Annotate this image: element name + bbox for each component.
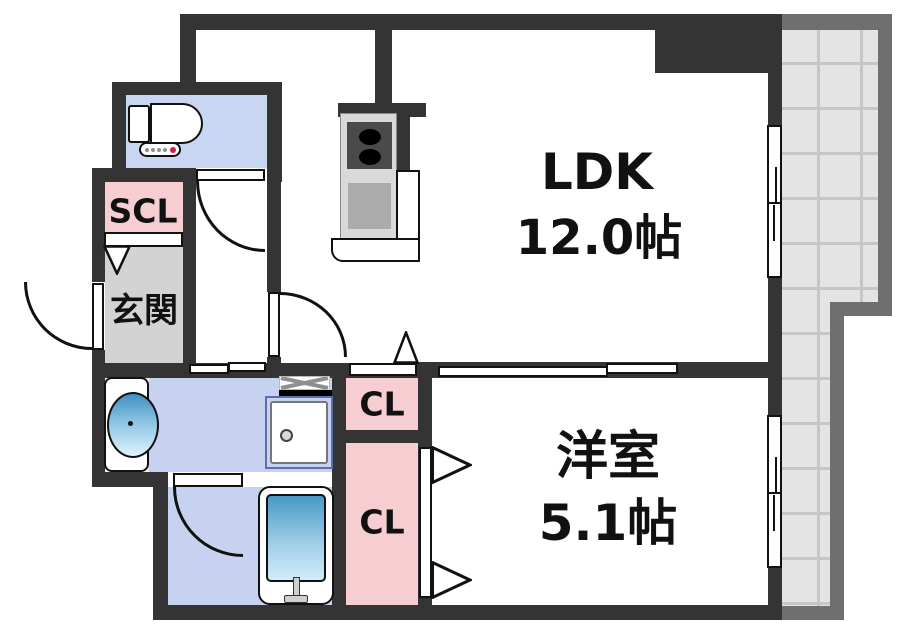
bathroom-door-leaf	[173, 473, 243, 487]
balcony-wall-top	[782, 14, 892, 30]
ldk-western-slider-panel-1	[438, 366, 608, 377]
wall-top-right-block	[655, 30, 782, 73]
washroom-slider-panel-2	[228, 362, 266, 372]
wall-right-seg3	[768, 568, 782, 620]
closet-lower-label: CL	[359, 502, 405, 542]
wall-bath-left	[153, 472, 168, 620]
closet-lower-floor	[346, 443, 418, 605]
wall-top	[180, 14, 782, 30]
wall-right-seg1	[768, 73, 782, 125]
counter-black-bar	[279, 390, 332, 400]
wall-hall-ldk	[267, 182, 281, 292]
front-door-leaf	[92, 283, 104, 350]
balcony-tiles-upper	[782, 30, 878, 302]
wall-kitchen-stub	[375, 30, 392, 103]
bathtub-icon	[258, 486, 334, 605]
wall-closet-divider	[346, 430, 432, 443]
closet-upper-opening	[349, 363, 417, 376]
closet-lower-opening	[419, 447, 432, 598]
closet-upper-floor	[346, 377, 418, 430]
wall-right-seg2	[768, 278, 782, 415]
wall-washroom-left	[92, 378, 105, 487]
wall-left-upper	[180, 30, 196, 93]
shoe-closet-triangle-icon	[103, 245, 131, 275]
western-room-label: 洋室	[555, 427, 661, 487]
washroom-slider-panel-1	[189, 364, 229, 374]
closet-lower-triangle-top-icon	[431, 446, 472, 484]
balcony-tiles-lower	[782, 302, 830, 606]
wall-washroom-bottom-left	[92, 472, 168, 487]
western-room-area-label: 5.1帖	[538, 494, 678, 552]
balcony-wall-right-lower	[830, 316, 844, 620]
closet-lower-triangle-bottom-icon	[431, 561, 472, 599]
shoe-closet-label: SCL	[108, 191, 178, 231]
wall-washroom-closet	[332, 363, 346, 605]
washing-machine-pan-icon	[265, 396, 333, 469]
toilet-door-leaf	[196, 169, 265, 181]
kitchen-stove-icon	[330, 112, 422, 264]
front-door-arc	[24, 282, 92, 350]
shoe-closet-floor	[105, 182, 183, 233]
wall-toilet-right	[267, 95, 282, 182]
shoe-closet-front	[104, 232, 183, 247]
wall-kitchen-side	[396, 112, 410, 170]
closet-upper-label: CL	[359, 384, 405, 424]
ldk-area-label: 12.0帖	[515, 210, 683, 266]
balcony-wall-step	[830, 302, 892, 316]
wash-basin-icon	[104, 377, 160, 472]
toilet-icon	[126, 100, 216, 160]
wall-toilet-bottom	[92, 168, 196, 182]
wall-toilet-left	[112, 95, 126, 170]
ldk-door-arc	[280, 292, 347, 357]
wall-bottom	[153, 605, 782, 620]
western-window	[767, 415, 782, 568]
wall-outer-left-lower	[92, 350, 105, 364]
ldk-label: LDK	[540, 143, 654, 201]
ldk-western-slider-panel-2	[606, 363, 678, 374]
ldk-window	[767, 125, 782, 278]
balcony-wall-right	[878, 30, 892, 316]
ldk-door-leaf	[268, 292, 280, 357]
closet-upper-triangle-icon	[393, 331, 419, 364]
wall-entrance-hall	[183, 182, 196, 364]
entrance-label: 玄関	[110, 291, 178, 331]
wall-outer-left-upper	[92, 182, 105, 282]
wall-toilet-top	[112, 82, 282, 95]
vent-cross-icon	[279, 376, 330, 390]
balcony-wall-bottom	[782, 606, 844, 620]
